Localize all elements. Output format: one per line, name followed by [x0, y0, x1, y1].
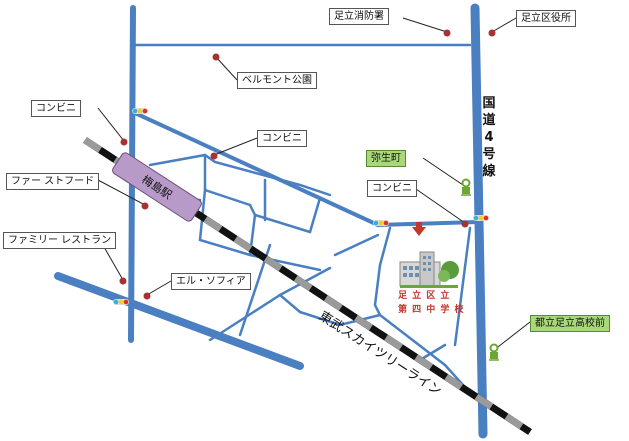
school-building-icon[interactable]: [399, 251, 459, 288]
bus-stop-icon[interactable]: [489, 343, 499, 361]
route-4-char: 線: [482, 164, 496, 179]
school-name-line2: 第 四 中 学 校: [398, 305, 465, 315]
poi-dot-conbini-3[interactable]: [461, 220, 469, 228]
main-road-diagonal: [133, 111, 380, 227]
route-4-char: 国: [482, 96, 496, 111]
road-network: [54, 3, 488, 439]
street: [248, 203, 312, 234]
street: [453, 226, 472, 347]
traffic-light-icon: [373, 220, 389, 226]
school-name-line1: 足 立 区 立: [398, 291, 451, 301]
label-conbini-2[interactable]: コンビニ: [257, 130, 307, 147]
street: [373, 226, 447, 367]
label-family-restaurant[interactable]: ファミリー レストラン: [3, 232, 117, 249]
main-road-east: [376, 220, 480, 227]
poi-dot-park[interactable]: [212, 53, 220, 61]
umejima-station[interactable]: 梅島駅: [111, 151, 203, 222]
poi-dots: [119, 29, 496, 300]
poi-dot-fastfood[interactable]: [141, 202, 149, 210]
traffic-light-icon: [113, 299, 129, 305]
street: [333, 233, 380, 257]
arrow-down-icon: [412, 222, 426, 236]
label-elle-sofia[interactable]: エル・ソフィア: [171, 273, 251, 290]
railway-label: 東武スカイツリーライン: [316, 308, 445, 399]
traffic-light-icon: [473, 215, 489, 221]
main-road-south: [54, 272, 304, 370]
street: [418, 343, 447, 362]
bus-stop-icon[interactable]: [461, 178, 471, 196]
label-park[interactable]: ベルモント公園: [237, 72, 317, 89]
poi-dot-fire-station[interactable]: [443, 29, 451, 37]
label-fastfood[interactable]: ファー ストフード: [6, 173, 100, 190]
poi-dot-ward-office[interactable]: [488, 29, 496, 37]
label-ward-office[interactable]: 足立区役所: [516, 10, 576, 27]
route-4-char: 道: [482, 113, 496, 128]
traffic-light-icon: [132, 108, 148, 114]
route-4-char: 号: [482, 147, 496, 162]
route-4-label: 国 道 4 号 線: [481, 95, 497, 180]
poi-dot-conbini-2[interactable]: [210, 152, 218, 160]
route-4-char: 4: [484, 130, 494, 145]
street: [308, 196, 322, 234]
label-yayoi-cho[interactable]: 弥生町: [366, 150, 406, 167]
poi-dot-elle-sofia[interactable]: [143, 292, 151, 300]
label-conbini-3[interactable]: コンビニ: [367, 180, 417, 197]
street: [148, 153, 332, 197]
station-box: [112, 152, 202, 222]
label-toritsu-adachi[interactable]: 都立足立高校前: [530, 315, 610, 332]
poi-dot-conbini-1[interactable]: [120, 138, 128, 146]
poi-dot-family-restaurant[interactable]: [119, 277, 127, 285]
label-conbini-1[interactable]: コンビニ: [31, 100, 81, 117]
street: [298, 310, 382, 327]
label-fire-station[interactable]: 足立消防署: [329, 8, 389, 25]
traffic-lights: [113, 108, 489, 305]
